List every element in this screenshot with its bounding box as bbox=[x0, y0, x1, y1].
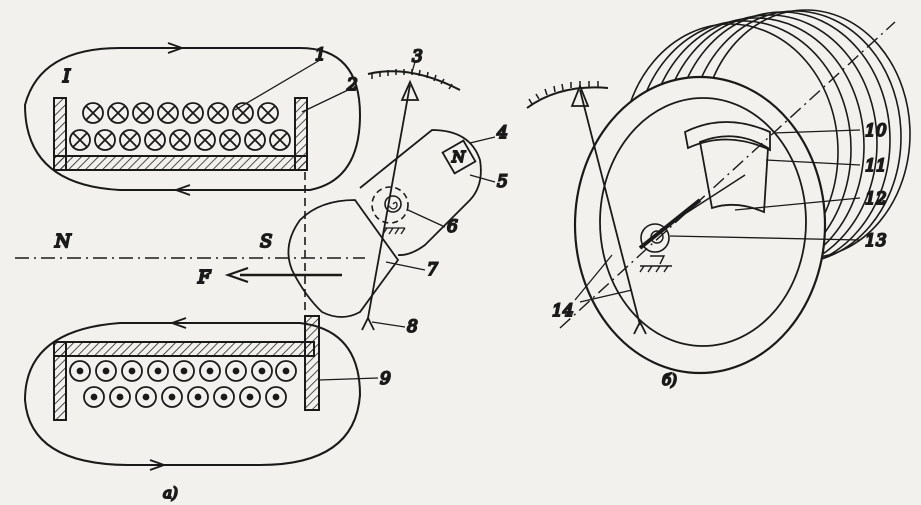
callout-3: 3 bbox=[412, 47, 423, 67]
pointer-b-tip bbox=[570, 83, 590, 107]
iron-vane bbox=[287, 199, 400, 318]
callout-1: 1 bbox=[315, 45, 326, 65]
callout-9: 9 bbox=[380, 369, 391, 389]
scale-arc bbox=[367, 70, 461, 91]
callout-2: 2 bbox=[346, 75, 358, 95]
callout-14: 14 bbox=[552, 301, 574, 321]
callout-4: 4 bbox=[496, 123, 508, 143]
current-label: I bbox=[62, 66, 71, 87]
pivot-dashed-outer bbox=[371, 186, 409, 224]
pointer-tip bbox=[400, 79, 420, 101]
fixed-plate bbox=[683, 121, 771, 152]
pointer-b bbox=[579, 89, 641, 326]
pointer-b-tail bbox=[633, 319, 647, 335]
leader-lines-a bbox=[234, 59, 496, 381]
damper-housing bbox=[359, 129, 482, 256]
upper-coil-core bbox=[53, 155, 308, 171]
upper-field-loop bbox=[23, 47, 362, 191]
lower-field-loop bbox=[23, 322, 362, 466]
lower-loop-arrow-left bbox=[169, 317, 187, 329]
magnet-n-label: N bbox=[451, 148, 466, 166]
spring-b-ground bbox=[639, 255, 672, 273]
lower-coil-core bbox=[53, 341, 315, 357]
caption-a: а) bbox=[163, 484, 178, 502]
figure-a: 1 2 3 4 5 6 7 8 9 I N S F N а) bbox=[15, 42, 509, 503]
caption-b: б) bbox=[662, 371, 677, 389]
moving-plate bbox=[698, 135, 769, 214]
scale-arc-b bbox=[526, 86, 609, 109]
upper-winding-crosses bbox=[69, 102, 291, 151]
callout-13: 13 bbox=[865, 231, 887, 251]
lower-loop-arrow-right bbox=[149, 459, 167, 471]
callout-8: 8 bbox=[407, 317, 418, 337]
upper-loop-arrow-right bbox=[167, 42, 185, 54]
callout-5: 5 bbox=[497, 172, 508, 192]
figure-b: 10 11 12 13 14 б) bbox=[526, 9, 911, 390]
spring-b-outer bbox=[640, 223, 670, 253]
pointer bbox=[367, 84, 411, 319]
lower-coil-right-cheek bbox=[304, 315, 320, 411]
upper-loop-arrow-left bbox=[173, 184, 191, 196]
spring-anchor-ground bbox=[382, 227, 406, 235]
lower-winding-dots bbox=[69, 360, 297, 408]
force-arrowhead bbox=[224, 266, 249, 284]
callout-7: 7 bbox=[427, 260, 438, 280]
callout-6: 6 bbox=[447, 217, 458, 237]
shaft-to-plate bbox=[659, 174, 746, 231]
lower-coil-left-cheek bbox=[53, 341, 67, 421]
spring-b-inner bbox=[650, 230, 664, 244]
scale-ticks bbox=[371, 69, 453, 90]
callout-10: 10 bbox=[865, 121, 887, 141]
damper-magnet bbox=[441, 139, 477, 175]
scale-ticks-b bbox=[528, 81, 599, 105]
callout-12: 12 bbox=[865, 189, 887, 209]
spiral-spring bbox=[388, 201, 398, 210]
force-label: F bbox=[197, 267, 212, 288]
pivot-inner bbox=[384, 195, 402, 213]
pole-s-label: S bbox=[260, 231, 272, 252]
pole-n-label: N bbox=[54, 231, 72, 252]
front-flange-inner bbox=[599, 97, 807, 347]
callout-11: 11 bbox=[865, 156, 887, 176]
leader-lines-b bbox=[574, 129, 861, 303]
front-flange-outer bbox=[573, 75, 827, 375]
pointer-counterweight bbox=[361, 315, 375, 331]
